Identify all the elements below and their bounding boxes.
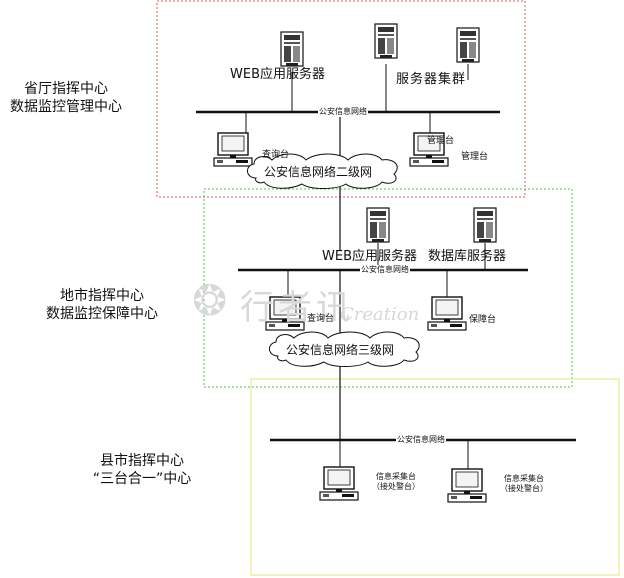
cluster-server-icon-1 — [374, 23, 398, 59]
watermark-sub: Creation — [340, 304, 420, 325]
county-bus-label: 公安信息网络 — [396, 435, 446, 445]
collect2-label: 信息采集台 （接处警台） — [500, 474, 548, 493]
query-terminal-label: 查询台 — [262, 150, 290, 160]
county-zone — [250, 378, 620, 576]
mgmt-terminal-top-label: 管理台 — [427, 136, 455, 146]
support-pc-icon — [427, 296, 467, 331]
province-bus-label: 公安信息网络 — [318, 107, 368, 117]
support-terminal-label: 保障台 — [469, 315, 497, 325]
city-side-label: 地市指挥中心 数据监控保障中心 — [46, 288, 158, 322]
watermark-mark: ❂ — [192, 276, 228, 325]
query-pc-icon — [213, 132, 253, 167]
county-side-label: 县市指挥中心 “三台合一”中心 — [92, 453, 192, 487]
city-cloud-label: 公安信息网络三级网 — [286, 343, 395, 357]
city-bus-label: 公安信息网络 — [360, 265, 410, 275]
city-query-terminal-label: 查询台 — [307, 314, 335, 324]
collect1-label: 信息采集台 （接处警台） — [372, 472, 420, 491]
province-cloud-label: 公安信息网络二级网 — [264, 165, 373, 179]
web-server-icon — [280, 31, 304, 67]
collect-pc-icon-2 — [447, 468, 487, 503]
city-cloud-shape — [269, 331, 420, 367]
watermark-text: 行者讯 — [240, 288, 354, 328]
mgmt-terminal-label: 管理台 — [461, 152, 489, 162]
city-zone — [203, 188, 573, 388]
web-server-label: WEB应用服务器 — [230, 67, 325, 82]
province-side-label: 省厅指挥中心 数据监控管理中心 — [10, 81, 122, 115]
province-cloud-shape — [247, 153, 398, 189]
db-server-label: 数据库服务器 — [428, 249, 507, 264]
city-web-server-label: WEB应用服务器 — [322, 249, 417, 264]
db-server-icon — [473, 207, 497, 243]
server-cluster-label: 服务器集群 — [396, 72, 467, 87]
province-zone — [156, 0, 526, 198]
collect-pc-icon-1 — [319, 466, 359, 501]
city-web-server-icon — [366, 207, 390, 243]
cluster-server-icon-2 — [456, 27, 480, 63]
